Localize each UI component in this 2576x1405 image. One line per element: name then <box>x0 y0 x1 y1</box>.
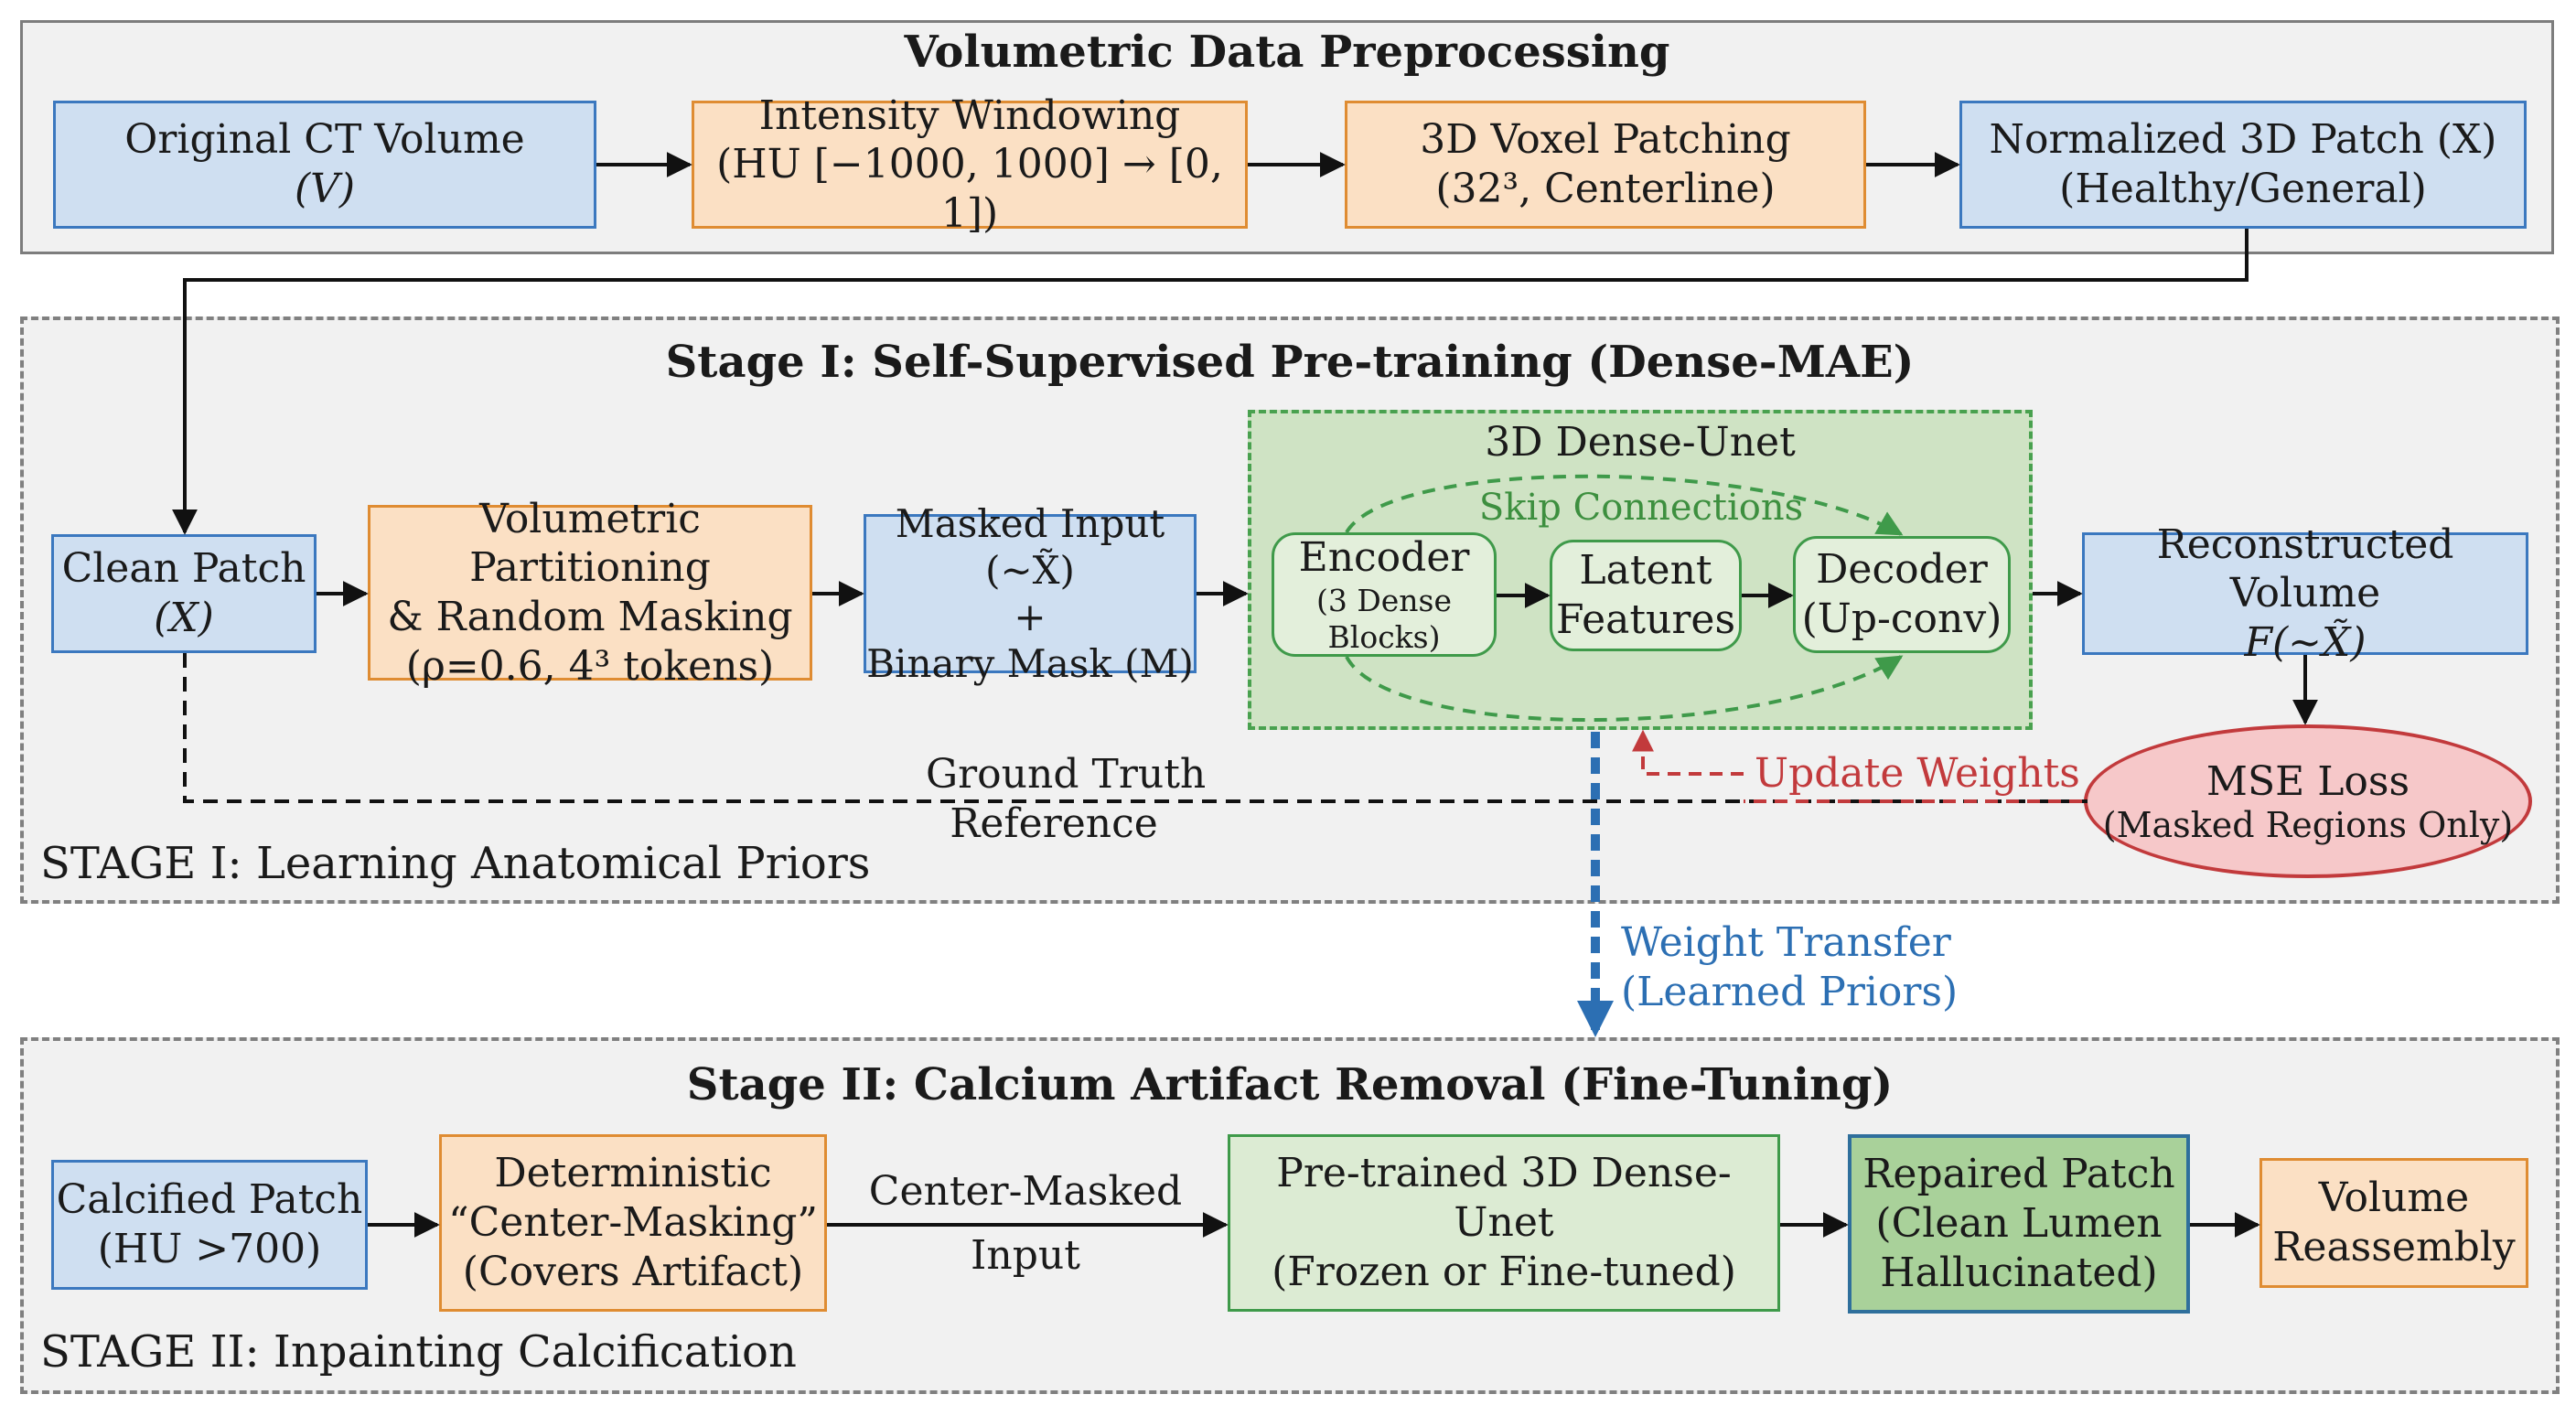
plus-sign: + <box>1014 595 1046 639</box>
normalized-patch-detail: (Healthy/General) <box>2059 166 2427 212</box>
intensity-windowing-box: Intensity Windowing (HU [−1000, 1000] → … <box>692 92 1248 237</box>
stage2-footer: STAGE II: Inpainting Calcification <box>40 1326 797 1378</box>
mse-loss-detail: (Masked Regions Only) <box>2102 804 2514 845</box>
volume-reassembly-box: Volume Reassembly <box>2259 1158 2528 1288</box>
skip-connection-top <box>1345 474 1904 536</box>
original-ct-volume-label: Original CT Volume <box>124 116 525 164</box>
center-masked-input-label: Center-Masked Input <box>858 1160 1193 1289</box>
clean-patch-symbol: (X) <box>154 595 214 641</box>
intensity-windowing-range: (HU [−1000, 1000] → [0, 1]) <box>716 141 1223 237</box>
decoder-detail: (Up-conv) <box>1801 595 2002 642</box>
update-weights-arrow-head <box>1632 729 1744 776</box>
dense-unet-title: 3D Dense-Unet <box>1485 419 1796 466</box>
repaired-patch-line1: Repaired Patch <box>1862 1151 2175 1198</box>
weight-transfer-line2: (Learned Priors) <box>1621 968 1959 1015</box>
repaired-patch-box: Repaired Patch (Clean Lumen Hallucinated… <box>1848 1134 2190 1314</box>
decoder-label: Decoder <box>1816 546 1988 594</box>
normalized-patch-label: Normalized 3D Patch (X) <box>1989 116 2497 164</box>
reconstructed-label: Reconstructed Volume <box>2156 520 2454 617</box>
repaired-patch-line3: Hallucinated) <box>1880 1249 2158 1296</box>
calcified-patch-detail: (HU >700) <box>97 1226 322 1272</box>
center-masking-line3: (Covers Artifact) <box>462 1248 804 1295</box>
latent-features-box: Latent Features <box>1550 540 1742 651</box>
voxel-patching-label: 3D Voxel Patching <box>1420 116 1791 164</box>
center-masking-line1: Deterministic <box>494 1150 772 1197</box>
skip-connection-bottom <box>1345 655 1904 722</box>
masked-input-box: Masked Input (~X̃) + Binary Mask (M) <box>864 501 1197 686</box>
clean-patch-box: Clean Patch (X) <box>51 534 317 653</box>
skip-connections-label: Skip Connections <box>1478 487 1804 529</box>
mse-loss-ellipse: MSE Loss (Masked Regions Only) <box>2084 724 2532 878</box>
clean-patch-label: Clean Patch <box>61 545 306 593</box>
masking-params: (ρ=0.6, 4³ tokens) <box>405 642 775 690</box>
masked-input-label: Masked Input (~X̃) <box>895 500 1165 593</box>
encoder-box: Encoder (3 Dense Blocks) <box>1272 532 1497 657</box>
pretrained-unet-box: Pre-trained 3D Dense-Unet (Frozen or Fin… <box>1228 1134 1780 1312</box>
decoder-box: Decoder (Up-conv) <box>1793 536 2011 653</box>
encoder-detail-1: (3 Dense <box>1315 582 1453 618</box>
center-masking-box: Deterministic “Center-Masking” (Covers A… <box>439 1134 827 1312</box>
ground-truth-line2: Reference <box>950 799 1158 847</box>
reconstructed-volume-box: Reconstructed Volume F(~X̃) <box>2082 521 2528 666</box>
pretrained-unet-label: Pre-trained 3D Dense-Unet <box>1276 1150 1732 1247</box>
voxel-patching-detail: (32³, Centerline) <box>1435 166 1776 212</box>
arrow-normalized-to-clean-patch <box>172 229 2249 535</box>
pretrained-unet-detail: (Frozen or Fine-tuned) <box>1272 1248 1736 1295</box>
partitioning-label: Volumetric Partitioning <box>469 495 711 592</box>
mse-loss-label: MSE Loss <box>2206 757 2410 805</box>
original-ct-volume-box: Original CT Volume (V) <box>53 101 596 229</box>
latent-label-1: Latent <box>1579 547 1712 595</box>
random-masking-label: & Random Masking <box>387 594 793 640</box>
volume-reassembly-line2: Reassembly <box>2272 1224 2516 1271</box>
voxel-patching-box: 3D Voxel Patching (32³, Centerline) <box>1345 101 1866 229</box>
latent-label-2: Features <box>1555 596 1736 643</box>
weight-transfer-line1: Weight Transfer <box>1621 919 1951 966</box>
calcified-patch-label: Calcified Patch <box>56 1176 363 1224</box>
center-masking-line2: “Center-Masking” <box>448 1199 818 1247</box>
original-ct-volume-symbol: (V) <box>294 166 356 212</box>
binary-mask-label: Binary Mask (M) <box>866 641 1194 687</box>
update-weights-label: Update Weights <box>1755 750 2080 797</box>
ground-truth-line1: Ground Truth <box>926 751 1207 798</box>
center-masked-line1: Center-Masked <box>868 1168 1183 1215</box>
normalized-patch-box: Normalized 3D Patch (X) (Healthy/General… <box>1959 101 2527 229</box>
calcified-patch-box: Calcified Patch (HU >700) <box>51 1160 368 1290</box>
ground-truth-connector <box>183 653 2088 803</box>
stage1-title: Stage I: Self-Supervised Pre-training (D… <box>665 337 1915 388</box>
ground-truth-label: Ground Truth Reference <box>926 750 1207 848</box>
repaired-patch-line2: (Clean Lumen <box>1875 1200 2163 1248</box>
encoder-detail-2: Blocks) <box>1327 618 1441 655</box>
stage1-footer: STAGE I: Learning Anatomical Priors <box>40 838 871 889</box>
partitioning-masking-box: Volumetric Partitioning & Random Masking… <box>368 496 812 690</box>
weight-transfer-label: Weight Transfer (Learned Priors) <box>1621 918 1958 1016</box>
volume-reassembly-line1: Volume <box>2318 1174 2470 1222</box>
encoder-label: Encoder <box>1298 533 1470 581</box>
stage2-title: Stage II: Calcium Artifact Removal (Fine… <box>686 1059 1894 1110</box>
intensity-windowing-label: Intensity Windowing <box>758 91 1181 139</box>
preprocessing-title: Volumetric Data Preprocessing <box>904 27 1670 78</box>
center-masked-line2: Input <box>971 1232 1080 1280</box>
